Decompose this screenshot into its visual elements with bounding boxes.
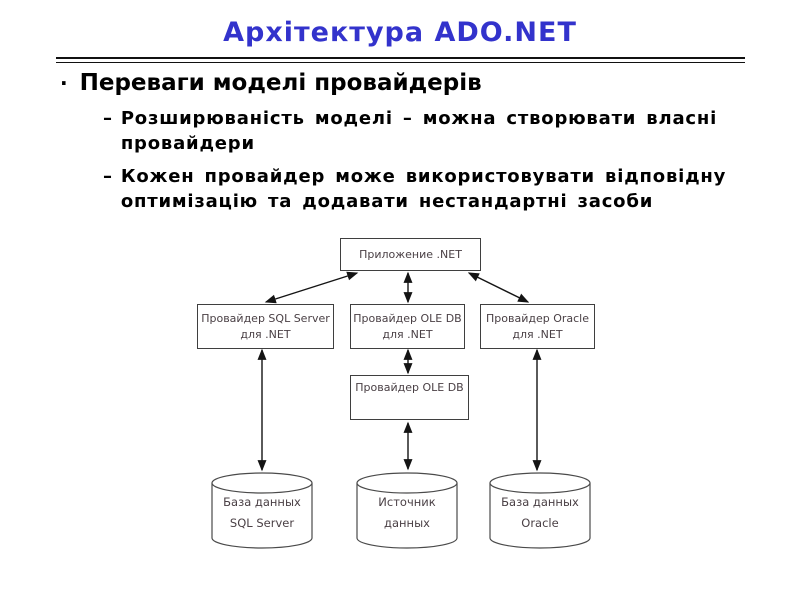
bullet-item: · Переваги моделі провайдерів bbox=[60, 70, 482, 97]
cylinder-label-line: База данных bbox=[223, 495, 301, 509]
label-oracle-db: База данных Oracle bbox=[490, 492, 590, 534]
bullet-text: Переваги моделі провайдерів bbox=[79, 70, 482, 96]
cylinder-oracle-db bbox=[489, 472, 591, 549]
cylinder-sql-server-db bbox=[211, 472, 313, 549]
cylinder-label-line: данных bbox=[384, 516, 430, 530]
label-sql-server-db: База данных SQL Server bbox=[212, 492, 312, 534]
box-label-line: Провайдер SQL Server bbox=[201, 311, 330, 325]
title-divider bbox=[56, 57, 745, 63]
sub-bullet-line: оптимізацію та додавати нестандартні зас… bbox=[120, 191, 654, 212]
connector-arrows bbox=[257, 271, 542, 472]
box-oledb-provider-net: Провайдер OLE DB для .NET bbox=[350, 304, 465, 349]
box-oracle-provider: Провайдер Oracle для .NET bbox=[480, 304, 595, 349]
cylinder-label-line: Источник bbox=[378, 495, 436, 509]
sub-bullet-dash: – bbox=[103, 108, 113, 129]
box-label-line: для .NET bbox=[512, 327, 563, 341]
box-label: Провайдер OLE DB bbox=[355, 381, 464, 394]
box-oledb-provider: Провайдер OLE DB bbox=[350, 375, 469, 420]
box-label-line: для .NET bbox=[382, 327, 433, 341]
cylinder-label-line: База данных bbox=[501, 495, 579, 509]
cylinder-label-line: Oracle bbox=[521, 516, 559, 530]
arrow-app-sqlprovider bbox=[264, 271, 359, 304]
sub-bullet-text: Кожен провайдер може використовувати від… bbox=[121, 164, 726, 214]
cylinder-data-source bbox=[356, 472, 458, 549]
sub-bullet-dash: – bbox=[103, 166, 113, 187]
box-label-line: Провайдер Oracle bbox=[485, 311, 589, 325]
box-sql-server-provider: Провайдер SQL Server для .NET bbox=[197, 304, 334, 349]
sub-bullet-line: Кожен провайдер може використовувати від… bbox=[120, 166, 727, 187]
sub-bullet-2: – Кожен провайдер може використовувати в… bbox=[103, 164, 726, 214]
box-label-line: для .NET bbox=[240, 327, 291, 341]
sub-bullet-line: провайдери bbox=[120, 133, 255, 154]
label-data-source: Источник данных bbox=[357, 492, 457, 534]
sub-bullet-1: – Розширюваність моделі – можна створюва… bbox=[103, 106, 717, 156]
box-dotnet-application: Приложение .NET bbox=[340, 238, 481, 271]
arrow-app-oracleprovider bbox=[467, 272, 530, 303]
box-label-line: Провайдер OLE DB bbox=[353, 311, 462, 325]
cylinder-label-line: SQL Server bbox=[229, 516, 295, 530]
sub-bullet-text: Розширюваність моделі – можна створювати… bbox=[121, 106, 717, 156]
sub-bullet-line: Розширюваність моделі – можна створювати… bbox=[120, 108, 718, 129]
bullet-marker: · bbox=[60, 71, 68, 95]
slide-title: Архітектура ADO.NET bbox=[223, 17, 577, 48]
box-label: Приложение .NET bbox=[359, 247, 462, 261]
